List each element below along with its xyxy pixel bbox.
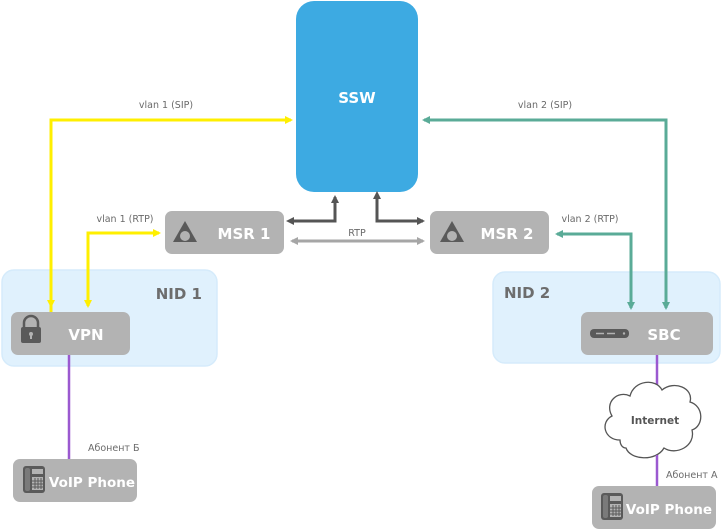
link-rtp-label: RTP xyxy=(348,228,366,239)
voip-phone-a-node[interactable]: VoIP Phone xyxy=(592,486,716,529)
triangle-circle-icon xyxy=(440,221,464,242)
subscriber-b-label: Абонент Б xyxy=(88,443,140,454)
vpn-label: VPN xyxy=(68,326,103,344)
msr2-label: MSR 2 xyxy=(481,225,534,243)
link-vlan1-sip xyxy=(49,116,293,312)
desk-phone-icon xyxy=(23,466,45,493)
internet-cloud: Internet xyxy=(604,381,702,459)
voip-phone-b-label: VoIP Phone xyxy=(49,475,135,491)
triangle-circle-icon xyxy=(173,221,197,242)
link-vlan1-rtp-label: vlan 1 (RTP) xyxy=(96,214,153,225)
link-vlan2-sip xyxy=(422,116,668,306)
zone-nid2-label: NID 2 xyxy=(504,284,550,302)
voip-phone-a-label: VoIP Phone xyxy=(626,502,712,518)
subscriber-a-label: Абонент А xyxy=(666,470,718,481)
voip-phone-b-node[interactable]: VoIP Phone xyxy=(13,459,137,502)
link-msr2-ssw xyxy=(373,191,425,225)
link-msr1-ssw xyxy=(286,195,339,225)
ssw-label: SSW xyxy=(338,89,376,107)
cloud-icon xyxy=(604,381,702,459)
link-vlan2-rtp-label: vlan 2 (RTP) xyxy=(561,214,618,225)
msr2-node[interactable]: MSR 2 xyxy=(430,211,549,254)
zone-nid1-label: NID 1 xyxy=(156,285,202,303)
link-vlan1-rtp xyxy=(86,229,161,280)
link-vlan2-rtp xyxy=(555,230,633,280)
sbc-label: SBC xyxy=(647,326,680,344)
sbc-node[interactable]: SBC xyxy=(581,312,713,355)
vpn-node[interactable]: VPN xyxy=(11,312,130,355)
ssw-node[interactable] xyxy=(296,1,418,192)
server-icon xyxy=(590,329,629,338)
internet-label: Internet xyxy=(631,415,679,427)
lock-icon xyxy=(21,314,41,343)
desk-phone-icon xyxy=(601,493,623,520)
msr1-label: MSR 1 xyxy=(218,225,271,243)
link-vlan1-sip-label: vlan 1 (SIP) xyxy=(139,100,193,111)
link-vlan2-sip-label: vlan 2 (SIP) xyxy=(518,100,572,111)
msr1-node[interactable]: MSR 1 xyxy=(165,211,284,254)
